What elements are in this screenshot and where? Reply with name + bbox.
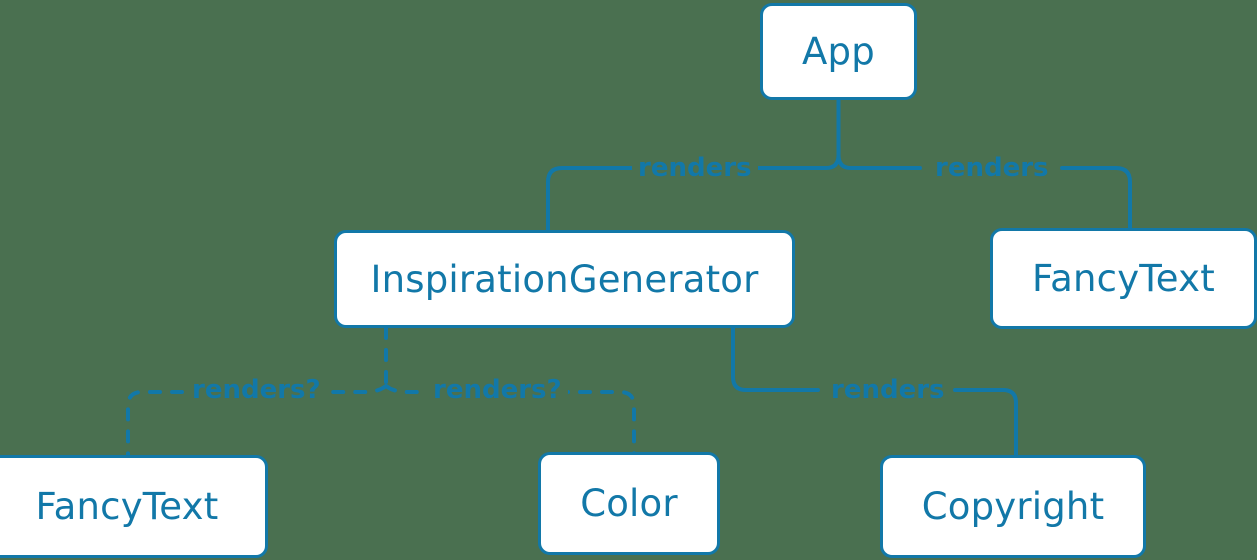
edge-inspgen-to-copyright xyxy=(731,326,820,392)
edge-inspgen-dashed-fork-left xyxy=(296,384,388,394)
node-app[interactable]: App xyxy=(760,3,917,100)
edge-app-trunk xyxy=(756,98,841,170)
edge-app-to-inspgen xyxy=(546,166,718,234)
node-color[interactable]: Color xyxy=(538,452,720,555)
edge-label-inspgen-to-copyright: renders xyxy=(825,377,951,403)
node-fancytext-bottom[interactable]: FancyText xyxy=(0,455,268,558)
edge-label-app-to-inspgen: renders xyxy=(632,155,758,181)
edge-app-to-fancytext xyxy=(1060,166,1132,232)
node-inspiration-generator[interactable]: InspirationGenerator xyxy=(334,230,795,328)
node-inspiration-generator-label: InspirationGenerator xyxy=(370,257,759,301)
edge-label-app-to-fancytext: renders xyxy=(929,155,1055,181)
node-fancytext-bottom-label: FancyText xyxy=(35,485,219,528)
node-fancytext-top-label: FancyText xyxy=(1032,257,1215,300)
node-fancytext-top[interactable]: FancyText xyxy=(990,228,1257,329)
edge-app-trunk-right xyxy=(836,153,922,170)
node-copyright-label: Copyright xyxy=(921,485,1105,528)
edge-label-inspgen-to-fancytext-bottom: renders? xyxy=(186,377,327,403)
node-app-label: App xyxy=(802,30,875,73)
edge-dashed-to-fancytext-bottom xyxy=(126,390,184,459)
edge-label-inspgen-to-color: renders? xyxy=(427,377,568,403)
edge-inspgen-dashed-fork-right xyxy=(384,384,424,394)
node-copyright[interactable]: Copyright xyxy=(880,455,1146,558)
node-color-label: Color xyxy=(580,482,678,525)
edge-inspgen-to-copyright-tail xyxy=(953,388,1018,459)
edge-dashed-to-color xyxy=(556,390,636,456)
